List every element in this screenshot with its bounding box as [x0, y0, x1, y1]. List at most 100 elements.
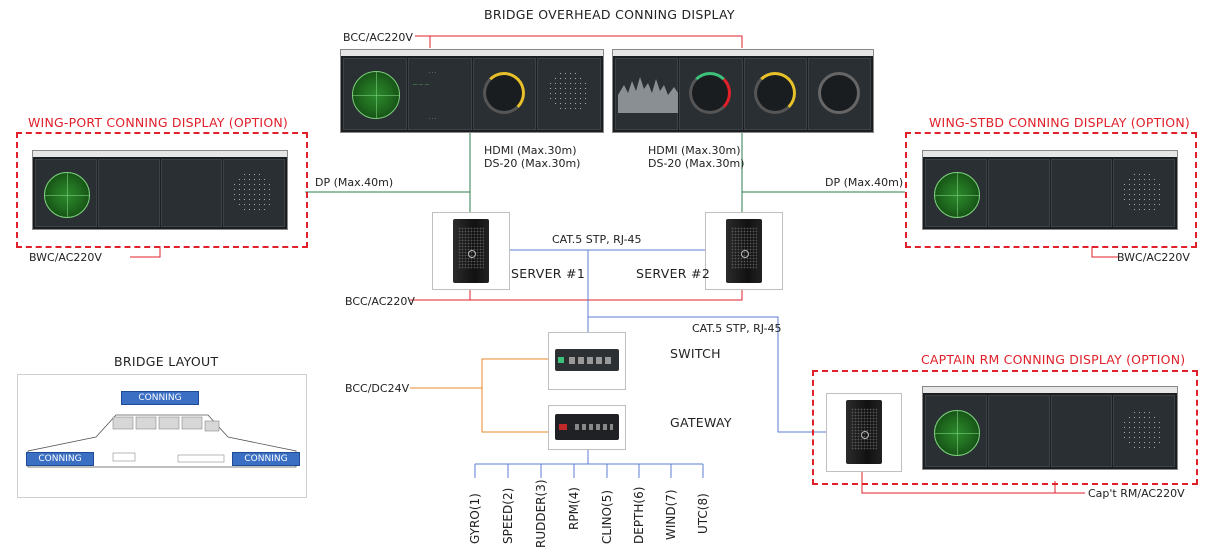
- gateway-box: [548, 405, 626, 450]
- sensor-rpm: RPM(4): [567, 487, 581, 530]
- panel-utc: [807, 58, 871, 130]
- net-line-captain: [588, 316, 826, 433]
- link-label-hdmi-right: HDMI (Max.30m): [648, 144, 741, 157]
- rpm-gauge-icon: [753, 72, 796, 114]
- display-header-bar: [341, 50, 603, 56]
- gateway-label: GATEWAY: [670, 415, 732, 430]
- panel-heading: [925, 395, 987, 467]
- rot-gauge-icon: [482, 72, 525, 114]
- captain-option-box: [812, 370, 1198, 485]
- page-title: BRIDGE OVERHEAD CONNING DISPLAY: [484, 7, 735, 22]
- panel-rot: [472, 58, 537, 130]
- panel-wind: [1113, 159, 1175, 227]
- captain-display: [922, 386, 1178, 470]
- pc-tower-icon: [453, 219, 489, 283]
- power-line-bwc-right: [1091, 246, 1120, 258]
- video-lines: [305, 132, 905, 212]
- panel-rudder-engine: [1050, 395, 1113, 467]
- panel-wind: [223, 159, 285, 227]
- conning-right-marker: CONNING: [232, 452, 300, 466]
- captain-title: CAPTAIN RM CONNING DISPLAY (OPTION): [921, 352, 1186, 367]
- power-label-bcc-top: BCC/AC220V: [343, 31, 413, 44]
- depth-graph-icon: [618, 77, 678, 113]
- overhead-display-1: — — — · · · · · ·: [340, 49, 604, 133]
- server-2-label: SERVER #2: [636, 266, 711, 281]
- panel-depth: [615, 58, 679, 130]
- power-label-bcc-mid: BCC/AC220V: [345, 295, 415, 308]
- conning-left-marker: CONNING: [26, 452, 94, 466]
- conning-top-marker: CONNING: [121, 391, 199, 405]
- wing-port-title: WING-PORT CONNING DISPLAY (OPTION): [28, 115, 288, 130]
- panel-rudder: [679, 58, 743, 130]
- radar-icon: [934, 172, 980, 218]
- power-line-bcc-mid: [410, 288, 743, 301]
- wing-stbd-title: WING-STBD CONNING DISPLAY (OPTION): [929, 115, 1190, 130]
- bridge-layout-panel: CONNING CONNING CONNING: [17, 374, 307, 498]
- bridge-outline-icon: [27, 414, 297, 468]
- wing-stbd-option-box: [905, 132, 1197, 248]
- panel-heading: [925, 159, 987, 227]
- panel-speed-position: — — — · · · · · ·: [407, 58, 472, 130]
- rudder-gauge-icon: [689, 72, 732, 114]
- dc-line-switch: [481, 358, 548, 433]
- panel-heading: [343, 58, 407, 130]
- display-header-bar: [923, 151, 1177, 157]
- panel-wind: [1113, 395, 1175, 467]
- sensor-speed: SPEED(2): [501, 487, 515, 544]
- link-label-cat5-top: CAT.5 STP, RJ-45: [552, 233, 642, 246]
- wind-rose-icon: [1122, 410, 1165, 452]
- wing-port-option-box: [16, 132, 308, 248]
- captain-pc-box: [826, 393, 902, 472]
- panel-wind: [537, 58, 601, 130]
- panel-speed-position: [97, 159, 160, 227]
- panel-heading: [35, 159, 97, 227]
- sensor-rudder: RUDDER(3): [534, 479, 548, 548]
- network-lines: [474, 249, 826, 478]
- sensor-utc: UTC(8): [696, 493, 710, 534]
- sensor-clino: CLINO(5): [600, 489, 614, 544]
- power-label-bwc-left: BWC/AC220V: [29, 251, 102, 264]
- server-2-box: [705, 212, 783, 290]
- panel-rudder-engine: [1050, 159, 1113, 227]
- sensor-gyro: GYRO(1): [468, 493, 482, 544]
- radar-icon: [352, 71, 400, 119]
- power-label-captain: Cap't RM/AC220V: [1088, 487, 1185, 500]
- overhead-display-2: [612, 49, 874, 133]
- power-line-bcc-top-h: [415, 35, 743, 48]
- power-lines: [130, 35, 1120, 494]
- bridge-layout-title: BRIDGE LAYOUT: [114, 354, 219, 369]
- display-header-bar: [613, 50, 873, 56]
- wind-rose-icon: [232, 172, 275, 214]
- radar-icon: [44, 172, 90, 218]
- link-label-ds-right: DS-20 (Max.30m): [648, 157, 745, 170]
- link-label-dp-right: DP (Max.40m): [825, 176, 904, 189]
- switch-box: [548, 332, 626, 390]
- link-label-dp-left: DP (Max.40m): [315, 176, 394, 189]
- radar-icon: [934, 410, 980, 456]
- pc-tower-icon: [726, 219, 762, 283]
- wind-rose-icon: [548, 71, 591, 113]
- power-label-bwc-right: BWC/AC220V: [1117, 251, 1190, 264]
- wing-port-display: [32, 150, 288, 230]
- clock-icon: [817, 72, 860, 114]
- link-label-ds-left: DS-20 (Max.30m): [484, 157, 581, 170]
- link-label-cat5-bottom: CAT.5 STP, RJ-45: [692, 322, 782, 335]
- switch-device-icon: [555, 349, 619, 371]
- panel-speed-position: [987, 395, 1050, 467]
- panel-rudder-engine: [160, 159, 223, 227]
- server-1-box: [432, 212, 510, 290]
- panel-rpm: [743, 58, 807, 130]
- gateway-device-icon: [555, 414, 619, 440]
- sensor-wind: WIND(7): [664, 489, 678, 540]
- sensor-depth: DEPTH(6): [632, 486, 646, 544]
- switch-label: SWITCH: [670, 346, 721, 361]
- wind-rose-icon: [1122, 172, 1165, 214]
- dc-lines: [410, 358, 548, 433]
- display-header-bar: [33, 151, 287, 157]
- link-label-hdmi-left: HDMI (Max.30m): [484, 144, 577, 157]
- server-1-label: SERVER #1: [511, 266, 586, 281]
- display-header-bar: [923, 387, 1177, 393]
- power-label-bcc-dc: BCC/DC24V: [345, 382, 410, 395]
- wing-stbd-display: [922, 150, 1178, 230]
